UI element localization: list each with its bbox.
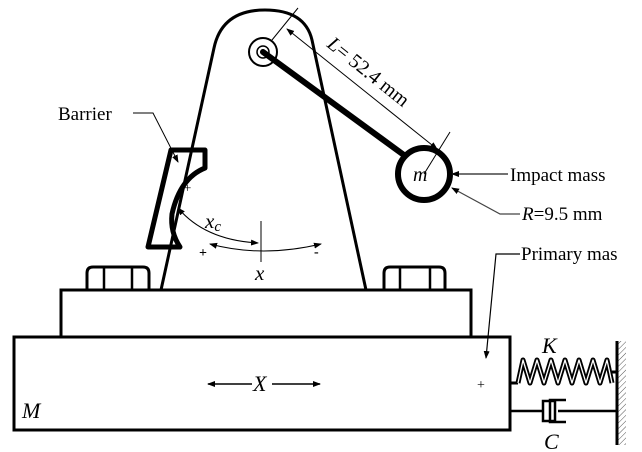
length-value: = 52.4 mm — [332, 40, 414, 112]
base-displacement-label: X — [252, 371, 268, 396]
damper — [510, 398, 617, 424]
primary-mass-center-mark: + — [477, 378, 485, 393]
barrier-label: Barrier — [58, 104, 112, 125]
pendulum-coord-plus: + — [199, 246, 207, 261]
barrier-plus-sign: + — [184, 180, 191, 195]
length-dimension-line — [286, 28, 438, 150]
spring-label: K — [541, 333, 558, 358]
primary-mass-leader — [483, 253, 520, 359]
bolt-right — [382, 265, 447, 290]
mounting-plate — [59, 288, 473, 339]
barrier-coord-subscript: c — [214, 219, 221, 235]
impact-mass-label: Impact mass — [510, 165, 606, 186]
bolt-left — [85, 265, 151, 290]
length-extension-top — [271, 7, 299, 41]
barrier-coord-label: xc — [204, 209, 221, 235]
length-label: L= 52.4 mm — [322, 32, 414, 112]
wall-hatch — [617, 341, 626, 445]
pendulum-frame — [159, 8, 368, 291]
barrier-coord-symbol: x — [204, 209, 215, 233]
impact-mass-symbol: m — [413, 164, 427, 186]
spring — [510, 357, 617, 386]
barrier-coord-arc — [177, 207, 259, 246]
pendulum-coord-arc — [209, 242, 322, 252]
radius-value: =9.5 mm — [534, 204, 603, 225]
pendulum-coord-minus: - — [314, 245, 319, 260]
radius-leader — [451, 187, 520, 215]
radius-label: R=9.5 mm — [521, 204, 603, 225]
primary-mass-symbol: M — [21, 398, 42, 423]
barrier-leader — [133, 112, 179, 163]
damper-label: C — [544, 429, 559, 452]
barrier — [145, 147, 208, 250]
primary-mass-label: Primary mas — [521, 244, 618, 265]
pendulum-coord-label: x — [254, 261, 265, 285]
radius-symbol: R — [521, 204, 534, 225]
length-extension-bottom — [423, 131, 451, 175]
pivot-inner — [256, 45, 270, 59]
